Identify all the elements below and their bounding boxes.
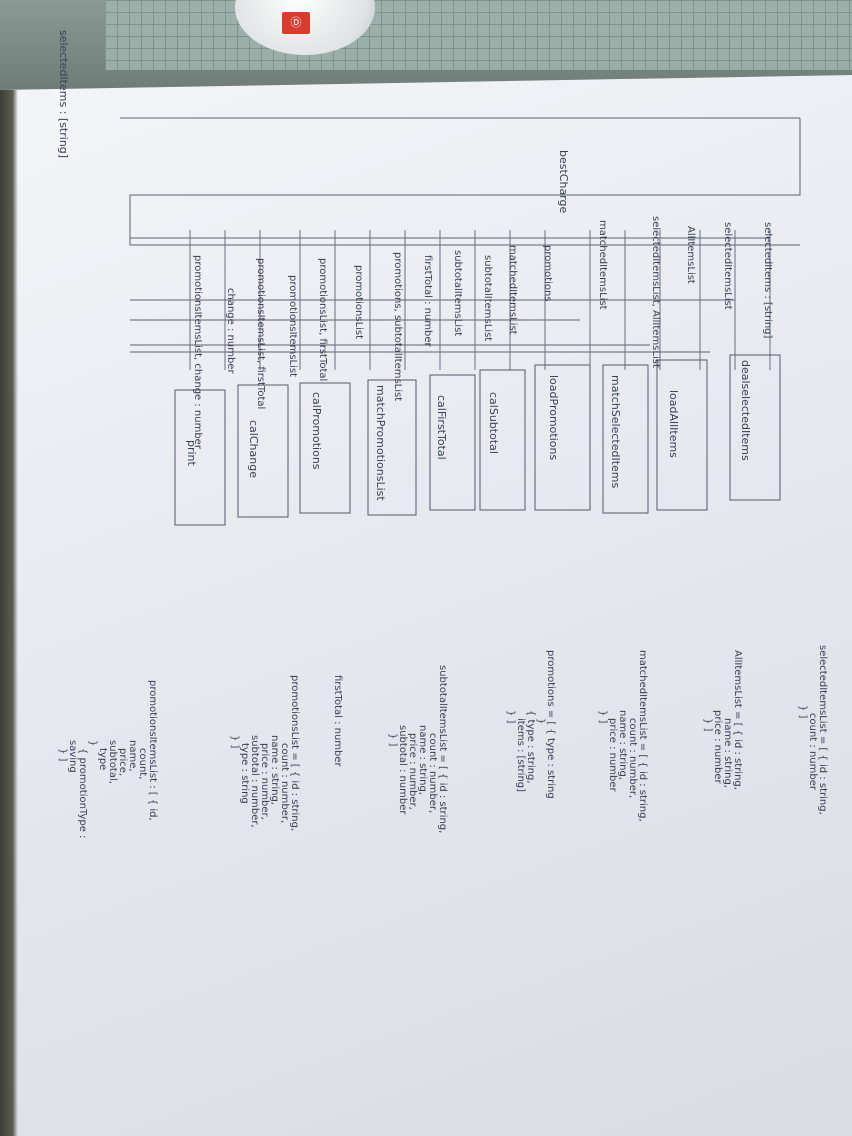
note-2-line-1: count : number, xyxy=(627,718,638,798)
msg-0: selectedItems : [string] xyxy=(762,222,773,339)
note-3-line-1: } xyxy=(535,718,546,724)
box-matchselecteditems xyxy=(602,364,649,514)
msg-7: subtotalItemsList xyxy=(482,255,493,341)
note-6-line-4: subtotal : number, xyxy=(249,735,260,828)
note-0-line-2: } ] xyxy=(797,705,808,719)
msg-13: promotionsItemsList xyxy=(287,275,298,377)
note-0-line-0: selectedItemsList = [ { id : string, xyxy=(817,645,828,815)
note-1-line-3: } ] xyxy=(702,718,713,732)
note-6-line-0: promotionsList = [ { id : string, xyxy=(289,675,300,831)
note-1-line-0: AllItemsList = [ { id : string, xyxy=(732,650,743,790)
note-1-line-2: price : number xyxy=(712,710,723,785)
msg-6: matchedItemsList xyxy=(507,245,518,335)
note-3-line-0: promotions = [ { type : string xyxy=(545,650,556,799)
note-2-line-3: price : number xyxy=(607,718,618,793)
paper-shadow xyxy=(0,90,18,1136)
note-7-line-5: type xyxy=(97,748,108,770)
brand-logo: Ⓓ xyxy=(282,12,310,34)
box-matchpromotionslist xyxy=(367,379,417,516)
box-label-4: calSubtotal xyxy=(487,392,500,454)
note-7-line-7: { promotionType : xyxy=(77,748,88,838)
note-4-line-0: subtotalItemsList = [ { id : string, xyxy=(437,665,448,833)
note-6-line-3: price : number, xyxy=(259,743,270,820)
note-3-line-2: { type : string, xyxy=(525,710,536,784)
box-calfirsttotal xyxy=(429,374,476,511)
msg-2: AllItemsList xyxy=(685,226,696,284)
msg-16: promotionsItemsList, change : number xyxy=(192,255,203,450)
box-label-2: matchSelectedItems xyxy=(609,375,622,489)
box-loadpromotions xyxy=(534,364,591,511)
box-calsubtotal xyxy=(479,369,526,511)
box-label-8: calChange xyxy=(247,420,260,478)
note-0-line-1: count : number xyxy=(807,713,818,791)
note-6-line-6: } ] xyxy=(229,735,240,749)
box-loadallitems xyxy=(656,359,708,511)
bestcharge-frame xyxy=(129,118,801,246)
msg-1: selectedItemsList xyxy=(722,222,733,310)
box-label-6: matchPromotionsList xyxy=(374,385,387,501)
box-label-9: print xyxy=(185,440,198,467)
box-label-3: loadPromotions xyxy=(547,375,560,460)
note-7-line-3: price, xyxy=(117,748,128,776)
note-2-line-2: name : string, xyxy=(617,710,628,780)
msg-8: subtotalItemsList xyxy=(452,250,463,336)
note-7-line-0: promotionsItemsList : [ { id, xyxy=(147,680,158,821)
note-3-line-3: items : [string] xyxy=(515,718,526,792)
box-calchange xyxy=(237,384,289,518)
cutting-mat xyxy=(105,0,852,70)
box-print xyxy=(174,389,226,526)
msg-5: promotions xyxy=(542,245,553,302)
box-label-7: calPromotions xyxy=(310,392,323,470)
actor-label: selectedItems : [string] xyxy=(57,30,70,158)
note-7-line-2: name, xyxy=(127,740,138,772)
note-4-line-2: name : string, xyxy=(417,725,428,795)
note-7-line-1: count, xyxy=(137,748,148,779)
box-label-5: calFirstTotal xyxy=(435,395,448,460)
msg-3: selectedItemsList, AllItemsList xyxy=(650,216,661,368)
msg-4: matchedItemsList xyxy=(597,220,608,310)
msg-11: promotionsList xyxy=(353,265,364,339)
note-6-line-2: name : string, xyxy=(269,735,280,805)
note-5-line-0: firstTotal : number xyxy=(332,675,343,768)
note-4-line-1: count : number, xyxy=(427,733,438,813)
note-7-line-9: } ] xyxy=(57,748,68,762)
note-2-line-0: matchedItemsList = [ { id : string, xyxy=(637,650,648,822)
msg-10: promotions, subtotalItemsList xyxy=(392,252,403,401)
box-label-0: dealselectedItems xyxy=(739,360,752,461)
note-7-line-4: subtotal, xyxy=(107,740,118,784)
note-7-line-6: } xyxy=(87,740,98,746)
note-3-line-4: } ] xyxy=(505,710,516,724)
box-dealselecteditems xyxy=(729,354,781,501)
note-7-line-8: saving xyxy=(67,740,78,773)
note-6-line-5: type : string xyxy=(239,743,250,804)
msg-9: firstTotal : number xyxy=(422,255,433,348)
bestcharge-label: bestCharge xyxy=(557,150,570,213)
note-4-line-3: price : number, xyxy=(407,733,418,810)
box-calpromotions xyxy=(299,382,351,514)
box-label-1: loadAllItems xyxy=(667,390,680,458)
note-4-line-5: } ] xyxy=(387,733,398,747)
msg-15: change : number xyxy=(225,288,236,374)
note-4-line-4: subtotal : number xyxy=(397,725,408,815)
note-1-line-1: name : string, xyxy=(722,718,733,788)
note-6-line-1: count : number, xyxy=(279,743,290,823)
msg-14: promotionsItemsList, firstTotal xyxy=(255,258,266,409)
msg-12: promotionsList, firstTotal xyxy=(317,258,328,381)
note-2-line-4: } ] xyxy=(597,710,608,724)
paper-sheet xyxy=(0,75,852,1136)
